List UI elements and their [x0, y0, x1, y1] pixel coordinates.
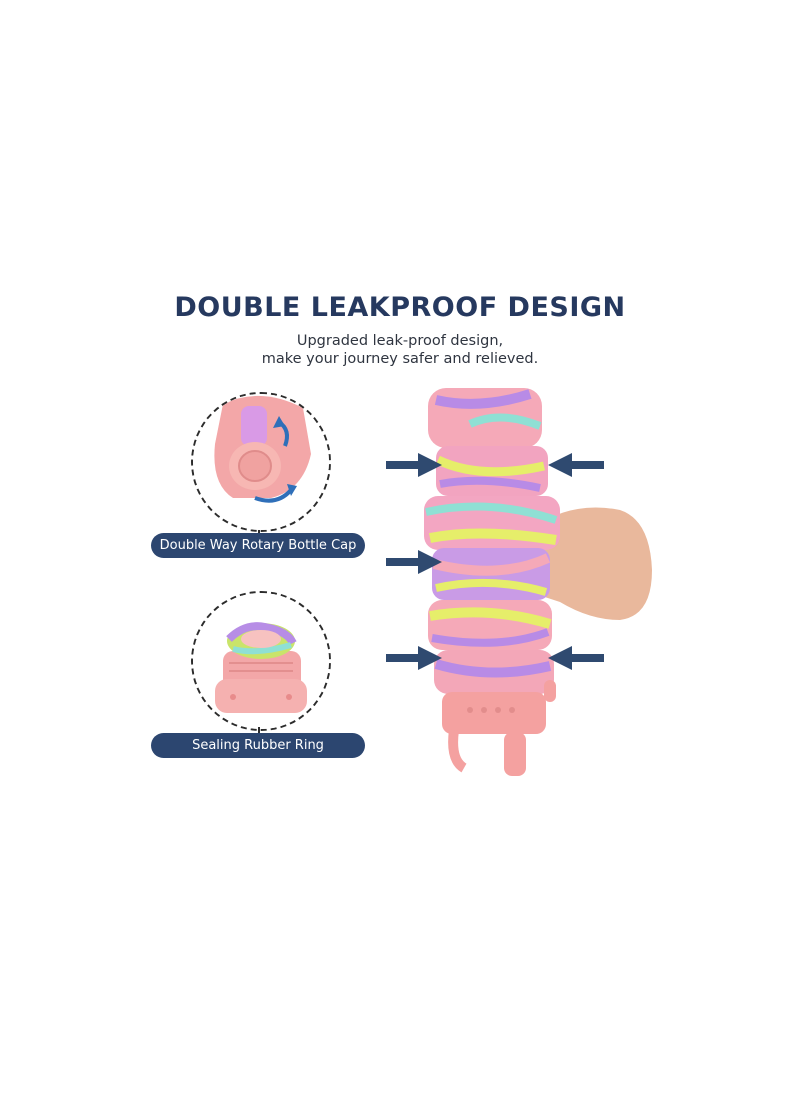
arrow-right-icon	[386, 645, 442, 671]
arrow-left-icon	[548, 645, 604, 671]
rotary-cap-label: Double Way Rotary Bottle Cap	[151, 533, 365, 558]
subtitle-line-1: Upgraded leak-proof design,	[296, 333, 504, 349]
rubber-ring-label: Sealing Rubber Ring	[151, 733, 365, 758]
page-title: DOUBLE LEAKPROOF DESIGN	[174, 292, 626, 323]
rotary-cap-closeup-image	[191, 392, 331, 532]
connector-line	[258, 727, 260, 735]
arrow-right-icon	[386, 549, 442, 575]
rubber-ring-closeup-image	[191, 591, 331, 731]
bottle-image	[380, 380, 660, 800]
subtitle-line-2: make your journey safer and relieved.	[261, 351, 539, 367]
arrow-right-icon	[386, 452, 442, 478]
arrow-left-icon	[548, 452, 604, 478]
